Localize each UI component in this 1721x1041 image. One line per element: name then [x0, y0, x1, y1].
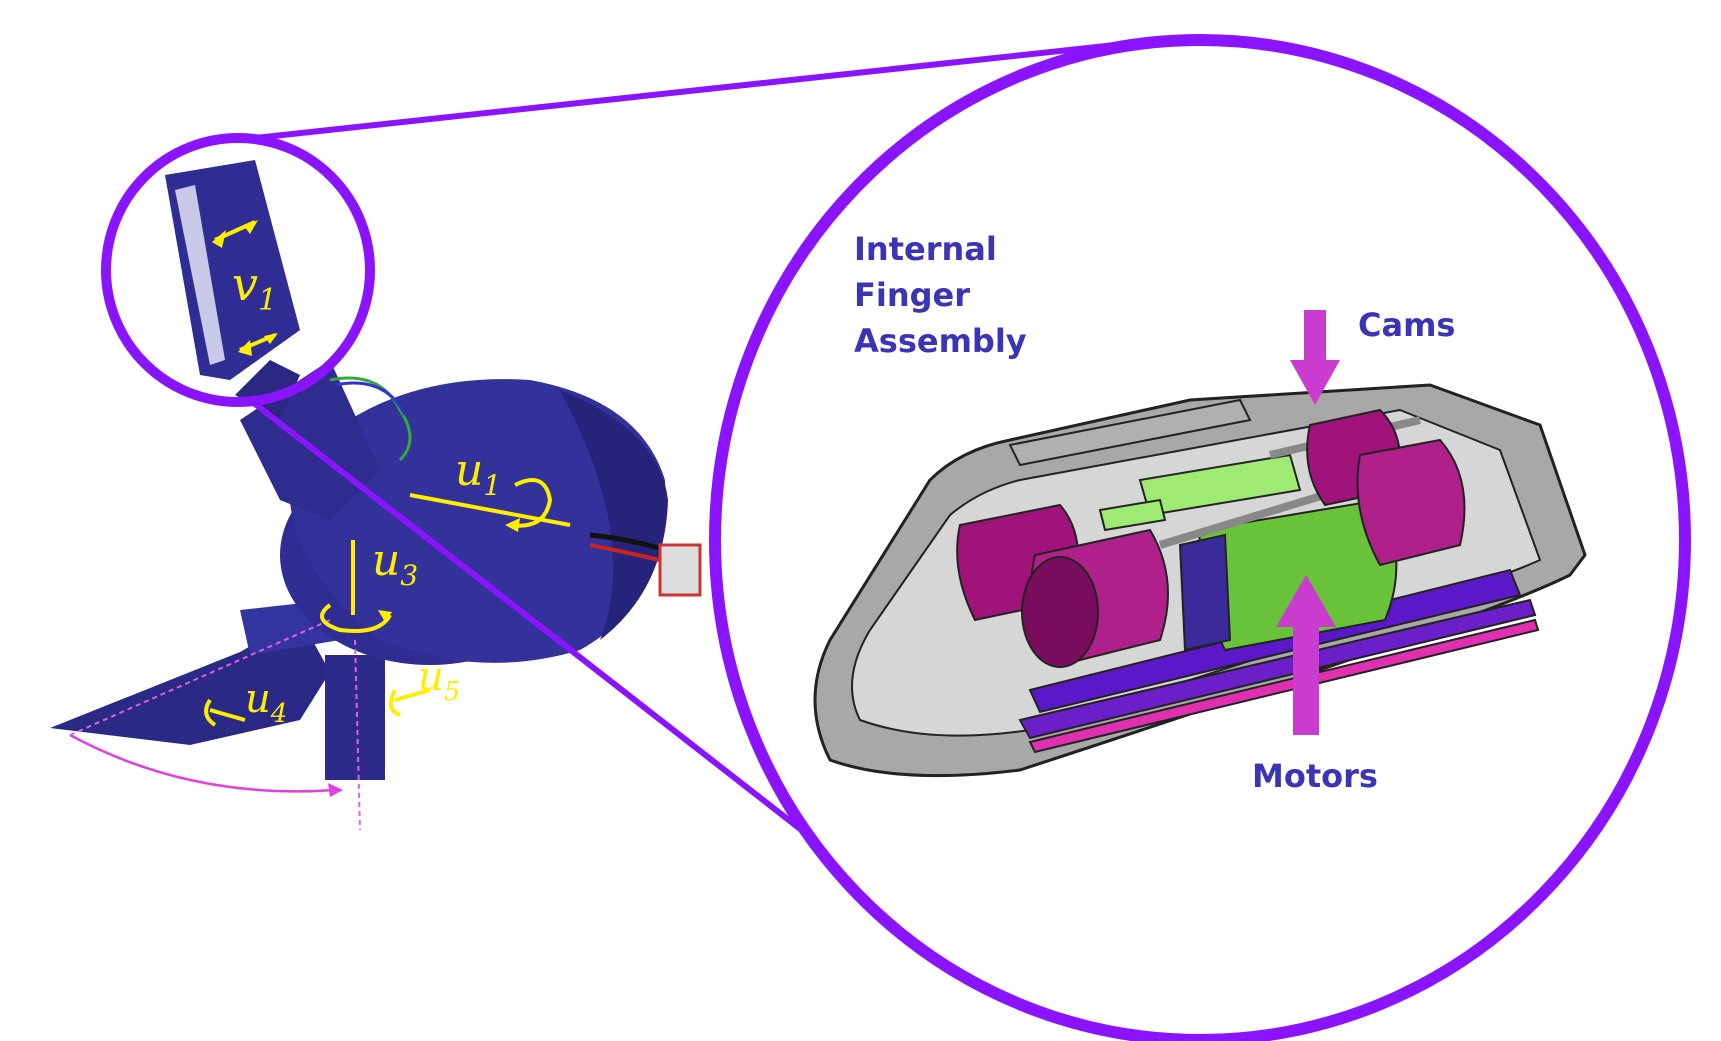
cams — [956, 408, 1466, 668]
joint-label-u5: u5 — [418, 654, 460, 707]
joint-label-u3: u3 — [372, 535, 418, 592]
rotation-arc — [69, 733, 336, 793]
connector-line-top — [254, 42, 1116, 141]
joint-label-u4: u4 — [245, 676, 287, 729]
internal-assembly-title: Internal Finger Assembly — [854, 230, 1027, 360]
robot-hand — [50, 160, 702, 831]
small-callout-circle — [101, 133, 375, 407]
connector — [658, 543, 702, 597]
cams-label: Cams — [1358, 306, 1455, 344]
internal-assembly — [813, 310, 1587, 778]
joint-label-u1: u1 — [455, 445, 501, 502]
joint-label-v1: v1 — [232, 257, 277, 318]
connector-line-bottom — [248, 397, 842, 863]
motors-arrow — [1276, 575, 1336, 735]
cams-arrow — [1290, 310, 1340, 405]
bottom-finger — [325, 655, 385, 780]
motors-label: Motors — [1252, 757, 1378, 795]
motor-housing — [289, 379, 666, 663]
